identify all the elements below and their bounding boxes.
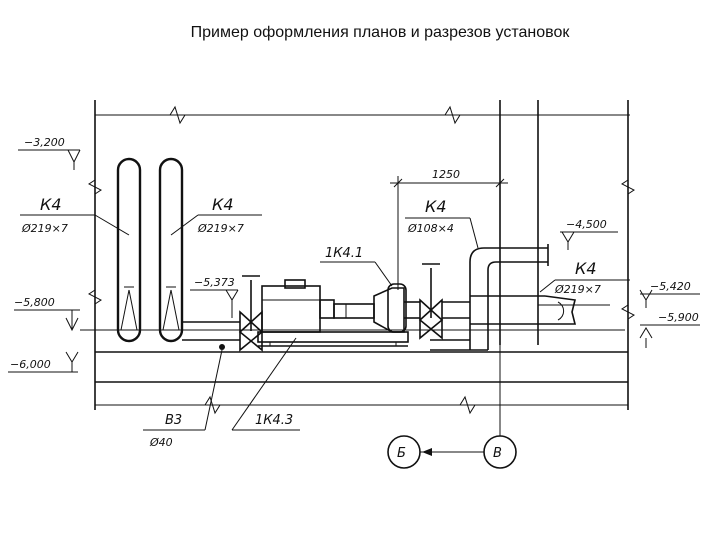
- svg-text:Ø219×7: Ø219×7: [21, 222, 68, 235]
- svg-text:−5,900: −5,900: [658, 311, 699, 324]
- svg-text:−3,200: −3,200: [24, 136, 65, 149]
- label-k4-left: К4 Ø219×7: [20, 195, 130, 236]
- svg-text:−5,373: −5,373: [194, 276, 235, 289]
- svg-text:К4: К4: [40, 195, 62, 214]
- svg-text:Ø219×7: Ø219×7: [197, 222, 244, 235]
- svg-text:Ø40: Ø40: [149, 436, 173, 449]
- valve-right: [418, 263, 444, 340]
- label-k4-mid: К4 Ø219×7: [170, 195, 262, 236]
- svg-text:1К4.3: 1К4.3: [255, 413, 293, 428]
- discharge-pipe: [404, 244, 549, 351]
- svg-text:В: В: [493, 446, 502, 461]
- svg-text:−5,420: −5,420: [650, 280, 691, 293]
- elevation-5373: −5,373: [190, 276, 239, 318]
- pump-casing: [373, 283, 407, 333]
- svg-text:К4: К4: [575, 259, 597, 278]
- page-title: Пример оформления планов и разрезов уста…: [190, 24, 570, 41]
- elevation-3200: −3,200: [18, 136, 81, 170]
- elevation-4500: −4,500: [560, 218, 618, 250]
- svg-text:Ø219×7: Ø219×7: [554, 283, 601, 296]
- label-1k43: 1К4.3: [231, 337, 300, 431]
- svg-text:Б: Б: [397, 446, 406, 461]
- svg-text:1К4.1: 1К4.1: [325, 246, 363, 261]
- elevation-6000: −6,000: [8, 351, 79, 373]
- vertical-pipe-left: [116, 157, 142, 343]
- break-marks: [88, 105, 635, 415]
- dimension-1250: 1250: [390, 168, 508, 290]
- label-1k41: 1К4.1: [320, 246, 393, 287]
- elevation-5420: −5,420: [639, 280, 700, 308]
- svg-text:В3: В3: [165, 413, 182, 428]
- svg-text:К4: К4: [425, 197, 447, 216]
- axis-marker-v: В: [483, 345, 517, 469]
- building-outline: [80, 100, 630, 410]
- horizontal-pipe-right: [470, 295, 577, 325]
- label-k4-right: К4 Ø219×7: [539, 259, 630, 296]
- svg-text:−4,500: −4,500: [566, 218, 607, 231]
- vertical-pipe-mid: [158, 157, 240, 343]
- label-v3: В3 Ø40: [143, 344, 225, 449]
- axis-marker-b: Б: [387, 435, 484, 469]
- svg-text:−6,000: −6,000: [10, 358, 51, 371]
- svg-text:Ø108×4: Ø108×4: [407, 222, 454, 235]
- pump-base-frame: [257, 331, 409, 347]
- elevation-5900: −5,900: [639, 311, 700, 348]
- label-k4-top: К4 Ø108×4: [405, 197, 479, 249]
- svg-text:1250: 1250: [432, 168, 460, 181]
- svg-text:К4: К4: [212, 195, 234, 214]
- svg-text:−5,800: −5,800: [14, 296, 55, 309]
- pump-motor: [261, 279, 375, 333]
- elevation-5800: −5,800: [14, 296, 80, 332]
